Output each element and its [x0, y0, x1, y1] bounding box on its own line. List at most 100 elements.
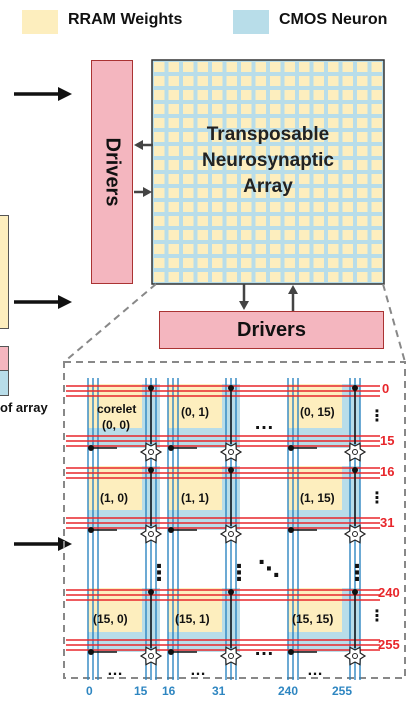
array-cell	[371, 230, 382, 240]
array-cell	[313, 272, 324, 282]
arrow-array-to-drivers	[134, 140, 153, 150]
array-cell	[212, 174, 223, 184]
array-cell	[313, 90, 324, 100]
array-cell	[154, 230, 165, 240]
col-label-31: 31	[212, 684, 226, 698]
array-cell	[371, 146, 382, 156]
hdots-bottom-0: …	[107, 662, 123, 679]
array-cell	[168, 230, 179, 240]
array-cell	[313, 244, 324, 254]
array-cell	[284, 216, 295, 226]
array-cell	[371, 104, 382, 114]
vdots-right-0: ⋮	[369, 408, 385, 425]
array-cell	[197, 216, 208, 226]
wire-node	[228, 589, 234, 595]
wire-node	[352, 385, 358, 391]
array-cell	[313, 258, 324, 268]
vdots-col-0: ⋮	[148, 560, 170, 585]
array-cell	[168, 118, 179, 128]
array-cell	[255, 132, 266, 142]
array-cell	[183, 160, 194, 170]
array-cell	[299, 76, 310, 86]
wire-node	[88, 649, 94, 655]
array-cell	[212, 258, 223, 268]
array-cell	[328, 202, 339, 212]
array-cell	[212, 132, 223, 142]
core-neuron-row-strip	[288, 632, 360, 652]
array-cell	[241, 258, 252, 268]
array-cell	[154, 188, 165, 198]
array-cell	[255, 118, 266, 128]
array-cell	[197, 160, 208, 170]
array-cell	[270, 174, 281, 184]
array-cell	[357, 146, 368, 156]
array-cell	[183, 230, 194, 240]
array-cell	[342, 258, 353, 268]
array-cell	[313, 174, 324, 184]
array-cell	[328, 230, 339, 240]
array-cell	[328, 146, 339, 156]
array-cell	[212, 160, 223, 170]
array-cell	[270, 104, 281, 114]
array-cell	[226, 174, 237, 184]
left-yellow-box	[0, 215, 9, 329]
row-label-15: 15	[380, 433, 395, 448]
array-cell	[183, 188, 194, 198]
core-label-1-0: (1, 0)	[100, 491, 129, 505]
array-cell	[212, 216, 223, 226]
row-label-31: 31	[380, 515, 395, 530]
wire-node	[168, 445, 174, 451]
array-cell	[357, 62, 368, 72]
array-cell	[342, 104, 353, 114]
col-label-15: 15	[134, 684, 148, 698]
array-cell	[241, 146, 252, 156]
array-cell	[168, 132, 179, 142]
array-cell	[313, 76, 324, 86]
array-cell	[226, 272, 237, 282]
array-cell	[313, 202, 324, 212]
array-cell	[328, 104, 339, 114]
array-cell	[270, 272, 281, 282]
array-cell	[154, 244, 165, 254]
array-cell	[226, 62, 237, 72]
neuron-icon	[343, 646, 367, 666]
array-cell	[371, 188, 382, 198]
wire-node	[352, 467, 358, 473]
core-label-1-15: (1, 15)	[300, 491, 335, 505]
array-cell	[255, 216, 266, 226]
array-cell	[183, 90, 194, 100]
array-cell	[241, 90, 252, 100]
array-cell	[328, 258, 339, 268]
row-label-255: 255	[378, 637, 400, 652]
array-cell	[255, 202, 266, 212]
array-cell	[241, 230, 252, 240]
col-label-255: 255	[332, 684, 353, 698]
array-cell	[313, 132, 324, 142]
array-cell	[212, 230, 223, 240]
array-cell	[226, 160, 237, 170]
array-cell	[284, 230, 295, 240]
array-cell	[342, 188, 353, 198]
array-cell	[197, 272, 208, 282]
col-label-240: 240	[278, 684, 299, 698]
vdots-right-1: ⋮	[369, 490, 385, 507]
array-cell	[183, 272, 194, 282]
array-cell	[255, 104, 266, 114]
wire-node	[88, 527, 94, 533]
array-cell	[197, 76, 208, 86]
wire-node	[228, 467, 234, 473]
array-cell	[255, 272, 266, 282]
array-cell	[284, 258, 295, 268]
array-cell	[212, 188, 223, 198]
array-cell	[284, 104, 295, 114]
array-cell	[313, 216, 324, 226]
array-cell	[313, 104, 324, 114]
array-cell	[342, 216, 353, 226]
zoom-frame	[63, 361, 406, 679]
array-cell	[357, 132, 368, 142]
array-cell	[284, 62, 295, 72]
array-cell	[183, 132, 194, 142]
array-cell	[328, 76, 339, 86]
array-cell	[299, 146, 310, 156]
